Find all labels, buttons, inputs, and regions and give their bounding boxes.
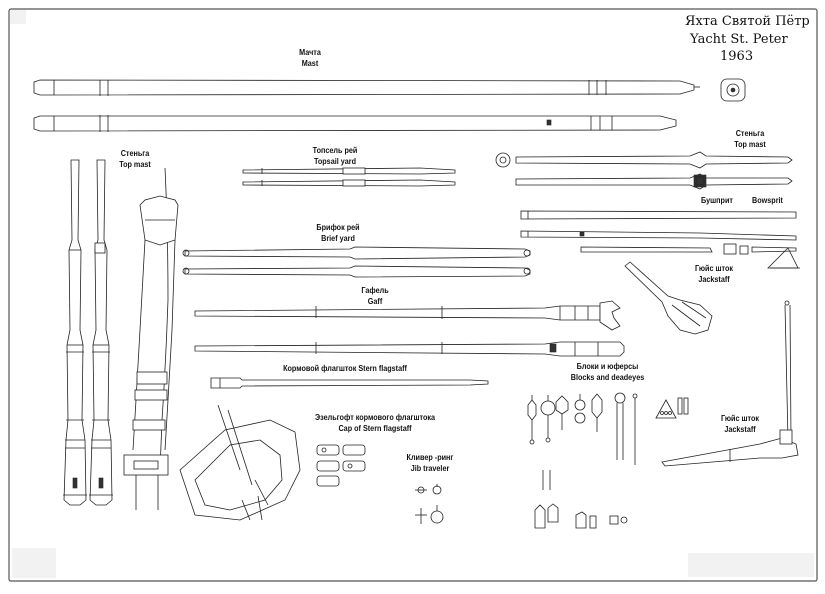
mast-cap-round xyxy=(720,78,746,102)
label-mast-ru: Мачта xyxy=(299,47,321,57)
label-mast-en: Mast xyxy=(301,58,319,68)
label-cap-ru: Эзельгофт кормового флагштока xyxy=(314,412,436,422)
label-jackstaff-top-en: Jackstaff xyxy=(698,274,730,284)
label-jib-traveler-ru: Кливер -ринг xyxy=(406,452,454,462)
label-jackstaff-bottom-ru: Гюйс шток xyxy=(721,413,759,423)
label-bowsprit-ru: Бушприт xyxy=(701,195,733,205)
label-jackstaff-bottom-en: Jackstaff xyxy=(724,424,756,434)
title-year: 1963 xyxy=(720,49,754,64)
stern-flagstaff-drawing xyxy=(210,377,489,389)
label-jib-traveler-en: Jib traveler xyxy=(410,463,450,473)
brief-yard-drawing xyxy=(182,246,531,278)
label-topmast-right-ru: Стеньга xyxy=(735,128,765,138)
label-stern-flagstaff: Кормовой флагшток Stern flagstaff xyxy=(283,363,407,373)
label-topsail-yard-ru: Топсель рей xyxy=(312,145,358,155)
label-blocks-ru: Блоки и юферсы xyxy=(576,361,639,371)
label-brief-yard-en: Brief yard xyxy=(321,233,355,243)
label-bowsprit-en: Bowsprit xyxy=(752,195,783,205)
cap-perspective-drawing xyxy=(179,404,301,521)
mast-drawing-2 xyxy=(33,115,677,132)
bowsprit-drawing xyxy=(520,210,800,269)
mast-drawing-1 xyxy=(33,79,700,96)
corner-tab-tl xyxy=(10,10,26,24)
corner-tab-bl xyxy=(12,548,56,578)
label-jackstaff-top-ru: Гюйс шток xyxy=(695,263,733,273)
label-brief-yard-ru: Брифок рей xyxy=(316,222,360,232)
jackstaff-head-drawing xyxy=(624,261,713,335)
label-cap-en: Cap of Stern flagstaff xyxy=(338,423,412,433)
jackstaff-standing-drawing xyxy=(661,300,799,467)
blocks-drawing xyxy=(527,392,689,529)
title-en: Yacht St. Peter xyxy=(690,32,788,47)
label-topmast-right-en: Top mast xyxy=(734,139,766,149)
corner-tab-br xyxy=(688,553,814,577)
label-topmast-left-en: Top mast xyxy=(119,159,151,169)
cap-parts-drawing xyxy=(316,444,366,487)
sheet-border xyxy=(8,8,818,582)
topmast-right-drawing xyxy=(495,151,793,190)
mast-head-drawing xyxy=(123,167,179,510)
topsail-yard-drawing xyxy=(242,167,456,187)
label-topsail-yard-en: Topsail yard xyxy=(313,156,357,166)
label-gaff-en: Gaff xyxy=(367,296,383,306)
label-gaff-ru: Гафель xyxy=(361,285,389,295)
label-blocks-en: Blocks and deadeyes xyxy=(570,372,645,382)
label-topmast-left-ru: Стеньга xyxy=(120,148,150,158)
topmast-left-drawing xyxy=(63,159,113,506)
title-ru: Яхта Святой Пётр xyxy=(685,14,810,29)
jib-traveler-drawing xyxy=(415,484,444,524)
gaff-drawing xyxy=(194,300,625,357)
